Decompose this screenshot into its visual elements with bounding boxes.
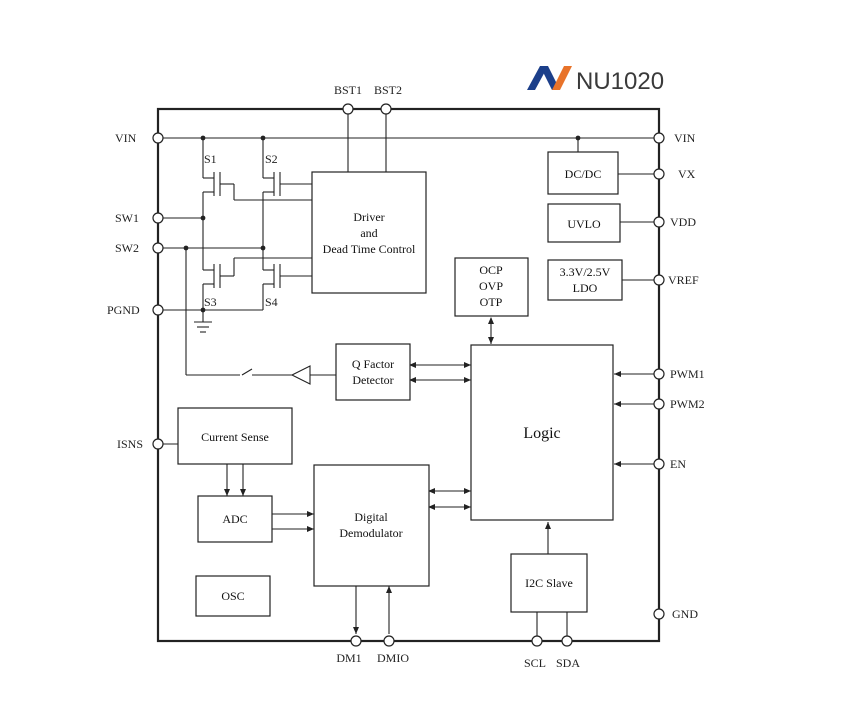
ldo-line-2: LDO: [573, 281, 598, 295]
osc-label: OSC: [221, 589, 244, 603]
logic-label: Logic: [523, 425, 560, 442]
pin-bst1-label: BST1: [334, 83, 362, 97]
dcdc-label: DC/DC: [565, 167, 602, 181]
protection-otp: OTP: [480, 295, 503, 309]
switch-s2-label: S2: [265, 152, 278, 166]
pin-vin-right-label: VIN: [674, 131, 696, 145]
pin-sda-label: SDA: [556, 656, 580, 670]
driver-line-2: and: [360, 226, 377, 240]
pin-dmio-label: DMIO: [377, 651, 409, 665]
ldo-line-1: 3.3V/2.5V: [560, 265, 611, 279]
protection-ocp: OCP: [479, 263, 503, 277]
junction-dots: [183, 135, 581, 313]
pin-en-label: EN: [670, 457, 686, 471]
pin-gnd-label: GND: [672, 607, 698, 621]
pin-pwm1-label: PWM1: [670, 367, 705, 381]
switch-s3-label: S3: [204, 295, 217, 309]
q-factor-line-1: Q Factor: [352, 357, 394, 371]
osc-block: [195, 575, 271, 617]
q-factor-line-2: Detector: [352, 373, 393, 387]
pin-sw1: [152, 212, 164, 224]
pin-vdd: [653, 216, 665, 228]
wiring: [158, 109, 659, 641]
pin-vref-label: VREF: [668, 273, 699, 287]
pin-vx: [653, 168, 665, 180]
pin-gnd: [653, 608, 665, 620]
pin-vin-left-label: VIN: [115, 131, 137, 145]
current-sense-block: [177, 407, 293, 465]
uvlo-block: [547, 203, 621, 243]
adc-block: [197, 495, 273, 543]
protection-block: [454, 257, 529, 317]
pin-dm1-label: DM1: [336, 651, 361, 665]
pin-pwm2-label: PWM2: [670, 397, 705, 411]
pin-pwm1: [653, 368, 665, 380]
chip-name: NU1020: [576, 68, 664, 95]
pin-dm1: [350, 635, 362, 647]
pin-sda: [561, 635, 573, 647]
pin-bst2-label: BST2: [374, 83, 402, 97]
protection-ovp: OVP: [479, 279, 503, 293]
pin-sw2: [152, 242, 164, 254]
pin-vx-label: VX: [678, 167, 696, 181]
pins: [152, 103, 665, 647]
switch-s4-label: S4: [265, 295, 278, 309]
pin-vin-left: [152, 132, 164, 144]
dcdc-block: [547, 151, 619, 195]
current-sense-label: Current Sense: [201, 430, 269, 444]
digital-demodulator-block: [313, 464, 430, 587]
switch-s1-label: S1: [204, 152, 217, 166]
pin-scl-label: SCL: [524, 656, 546, 670]
pin-isns-label: ISNS: [117, 437, 143, 451]
pin-pgnd-label: PGND: [107, 303, 140, 317]
pin-vref: [653, 274, 665, 286]
pin-pwm2: [653, 398, 665, 410]
ldo-block: [547, 259, 623, 301]
brand-logo: [527, 66, 572, 90]
pin-en: [653, 458, 665, 470]
pin-vdd-label: VDD: [670, 215, 696, 229]
pin-dmio: [383, 635, 395, 647]
q-factor-detector-block: [335, 343, 411, 401]
pin-scl: [531, 635, 543, 647]
pin-vin-right: [653, 132, 665, 144]
adc-label: ADC: [222, 512, 247, 526]
i2c-label: I2C Slave: [525, 576, 573, 590]
uvlo-label: UVLO: [567, 217, 601, 231]
logic-block: [470, 344, 614, 521]
pin-pgnd: [152, 304, 164, 316]
driver-block: [311, 171, 427, 294]
pin-bst2: [380, 103, 392, 115]
pin-sw2-label: SW2: [115, 241, 139, 255]
pin-sw1-label: SW1: [115, 211, 139, 225]
pin-isns: [152, 438, 164, 450]
i2c-slave-block: [510, 553, 588, 613]
demod-line-2: Demodulator: [339, 526, 402, 540]
driver-line-3: Dead Time Control: [323, 242, 416, 256]
demod-line-1: Digital: [354, 510, 388, 524]
pin-bst1: [342, 103, 354, 115]
driver-line-1: Driver: [353, 210, 384, 224]
